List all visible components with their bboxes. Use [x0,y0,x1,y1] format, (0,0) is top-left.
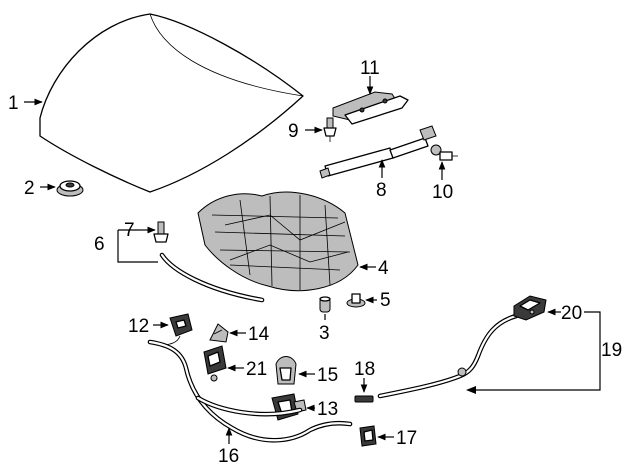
cable-clip [354,395,374,403]
callout-18: 18 [354,359,375,380]
callout-6: 6 [94,234,105,255]
callout-14: 14 [248,324,270,345]
support-strut [319,125,437,179]
callout-5: 5 [380,290,391,311]
hood-bumper [56,180,84,197]
callout-12: 12 [128,316,149,337]
callout-7: 7 [124,220,135,241]
callout-17: 17 [396,428,417,449]
hood-latch [203,345,227,382]
cable-guide [271,393,307,421]
callout-1: 1 [8,93,19,114]
callout-9: 9 [288,121,299,142]
callout-16: 16 [218,446,239,467]
seal-clip [153,221,169,243]
release-cable [147,339,353,443]
callout-11: 11 [360,58,380,79]
strut-ball-stud [430,144,458,161]
latch-switch [159,313,193,345]
release-lever [513,295,547,321]
hinge-bolt [323,117,337,142]
callout-4: 4 [378,258,389,279]
hood-seal [159,252,265,303]
latch-bracket [209,323,229,343]
callout-19: 19 [601,340,622,361]
hood-insulator [197,191,359,292]
cable-assembly [377,313,519,399]
hood-adjuster [346,293,366,308]
hood-hinge [332,91,409,125]
callout-10: 10 [432,182,453,203]
cable-bracket [359,425,377,447]
callout-3: 3 [319,323,330,344]
callout-21: 21 [246,359,267,380]
callout-8: 8 [376,180,387,201]
callout-20: 20 [561,303,582,324]
callout-13: 13 [317,399,338,420]
callout-15: 15 [317,365,338,386]
callout-2: 2 [24,178,35,199]
bumper-stop [319,296,331,313]
hood-panel [39,13,304,193]
release-handle [275,356,297,385]
